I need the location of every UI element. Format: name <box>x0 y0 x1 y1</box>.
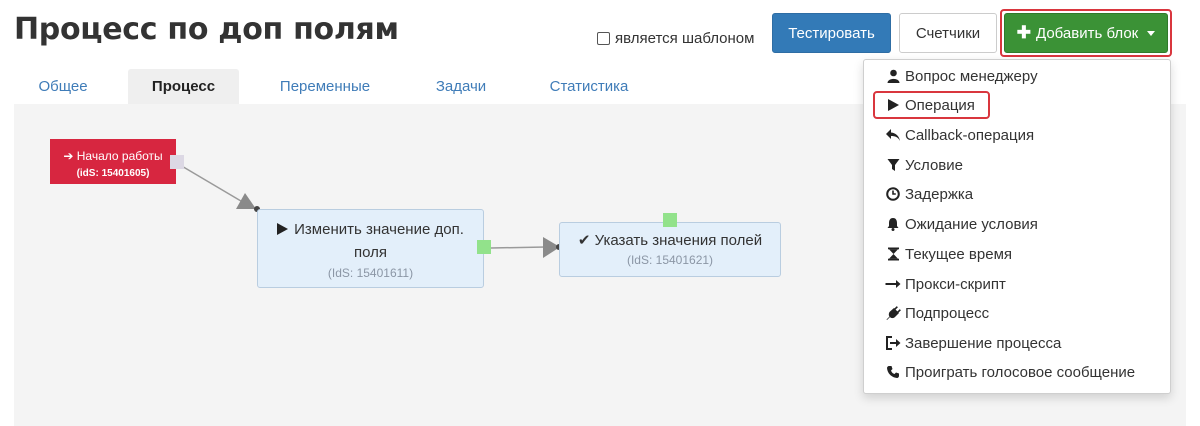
operation-node-line1: Изменить значение доп. <box>294 221 464 238</box>
menu-item-label: Условие <box>905 156 963 174</box>
operation-node-output-port[interactable] <box>477 240 491 254</box>
edge-arrowhead <box>543 237 560 258</box>
sign-out-icon <box>885 335 901 351</box>
menu-item-delay[interactable]: Задержка <box>885 182 973 206</box>
tab-general[interactable]: Общее <box>38 78 88 95</box>
hourglass-icon <box>885 246 901 262</box>
menu-item-label: Текущее время <box>905 245 1013 263</box>
add-block-dropdown <box>863 59 1171 394</box>
add-block-button[interactable]: ✚ Добавить блок <box>1004 13 1168 53</box>
set-values-node[interactable]: ✔ Указать значения полей (IdS: 15401621) <box>559 222 781 277</box>
arrow-right-icon <box>885 276 901 292</box>
menu-item-subprocess[interactable]: Подпроцесс <box>885 301 989 325</box>
play-icon <box>277 223 289 235</box>
page-title: Процесс по доп полям <box>14 12 399 47</box>
plus-icon: ✚ <box>1016 23 1032 42</box>
filter-icon <box>885 157 901 173</box>
set-values-node-id: (IdS: 15401621) <box>626 253 714 267</box>
sign-in-icon: ➔ <box>63 149 74 163</box>
start-node-id: (idS: 15401605) <box>76 168 150 179</box>
add-block-label: Добавить блок <box>1036 24 1139 42</box>
menu-item-callback-operation[interactable]: Callback-операция <box>885 123 1034 147</box>
set-values-node-output-port[interactable] <box>663 213 677 227</box>
menu-item-operation[interactable]: Операция <box>885 93 975 117</box>
start-node[interactable]: ➔ Начало работы (idS: 15401605) <box>50 139 176 184</box>
check-icon: ✔ <box>577 232 591 249</box>
set-values-node-label: Указать значения полей <box>594 232 763 249</box>
tab-tasks[interactable]: Задачи <box>435 78 487 95</box>
edge-operation-to-set <box>490 246 547 249</box>
menu-item-play-voice-message[interactable]: Проиграть голосовое сообщение <box>885 360 1135 384</box>
menu-item-label: Проиграть голосовое сообщение <box>905 363 1136 381</box>
caret-down-icon <box>1147 30 1156 36</box>
menu-item-label: Прокси-скрипт <box>905 275 1006 293</box>
template-checkbox-label: является шаблоном <box>615 30 755 47</box>
tab-bar: Общее Процесс Переменные Задачи Статисти… <box>14 69 894 104</box>
checkbox-box[interactable] <box>597 32 610 45</box>
menu-item-label: Завершение процесса <box>905 334 1062 352</box>
tab-statistics[interactable]: Статистика <box>549 78 629 95</box>
clock-icon <box>885 186 901 202</box>
plug-icon <box>885 305 901 321</box>
menu-item-label: Задержка <box>905 185 974 203</box>
menu-item-manager-question[interactable]: Вопрос менеджеру <box>885 64 1038 88</box>
start-node-label: Начало работы <box>76 149 163 163</box>
menu-item-label: Операция <box>905 96 975 114</box>
menu-item-proxy-script[interactable]: Прокси-скрипт <box>885 272 1006 296</box>
menu-item-end-process[interactable]: Завершение процесса <box>885 331 1061 355</box>
menu-item-label: Вопрос менеджеру <box>905 67 1038 85</box>
bell-icon <box>885 216 901 232</box>
play-icon <box>885 97 901 113</box>
menu-item-current-time[interactable]: Текущее время <box>885 242 1012 266</box>
operation-highlight <box>873 91 990 119</box>
menu-item-label: Callback-операция <box>905 126 1035 144</box>
user-icon <box>885 68 901 84</box>
menu-item-label: Подпроцесс <box>905 304 990 322</box>
operation-node[interactable]: Изменить значение доп. поля (IdS: 154016… <box>257 209 484 288</box>
add-block-highlight <box>1000 9 1172 57</box>
edge-start-to-operation <box>179 164 247 205</box>
reply-icon <box>885 127 901 143</box>
operation-node-line2: поля <box>353 244 387 261</box>
edge-arrowhead <box>236 193 256 209</box>
test-button[interactable]: Тестировать <box>772 13 891 53</box>
menu-item-condition[interactable]: Условие <box>885 153 963 177</box>
menu-item-label: Ожидание условия <box>905 215 1038 233</box>
start-node-output-port[interactable] <box>170 155 184 169</box>
phone-icon <box>885 364 901 380</box>
tab-process[interactable]: Процесс <box>128 69 239 104</box>
menu-item-wait-condition[interactable]: Ожидание условия <box>885 212 1038 236</box>
template-checkbox[interactable]: является шаблоном <box>597 30 754 47</box>
operation-node-id: (IdS: 15401611) <box>327 266 414 280</box>
tab-variables[interactable]: Переменные <box>279 78 371 95</box>
counters-button[interactable]: Счетчики <box>899 13 997 53</box>
